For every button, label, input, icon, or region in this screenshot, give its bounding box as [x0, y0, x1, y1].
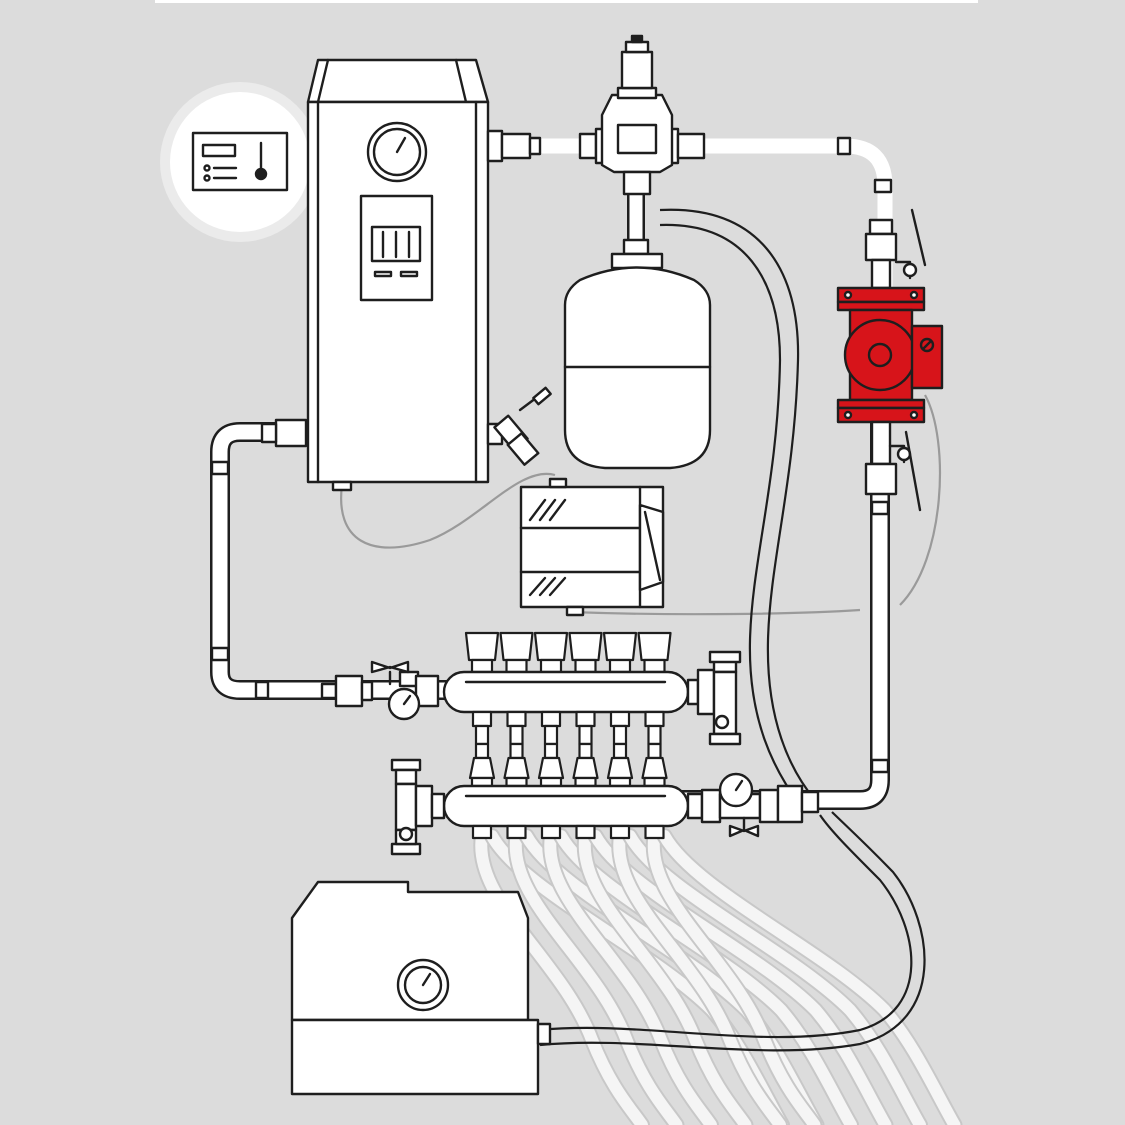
thermostat-panel-icon: [191, 131, 289, 192]
return-outlet-stubs: [471, 824, 665, 840]
supply-stub-4: [575, 710, 596, 746]
circulation-pump: [836, 208, 944, 512]
control-cables: [340, 394, 942, 616]
supply-manifold: [320, 631, 742, 746]
return-valve-1: [468, 742, 496, 788]
electric-boiler: [306, 58, 490, 492]
supply-pressure-gauge: [387, 687, 421, 721]
supply-stub-6: [644, 710, 665, 746]
flex-hoses: [539, 208, 926, 1052]
control-unit: [519, 477, 665, 617]
floor-loop-1-a: [475, 830, 648, 1125]
supply-actuator-2: [499, 631, 534, 674]
supply-actuator-caps: [464, 631, 672, 674]
boiler-fittings: [260, 129, 552, 466]
return-pressure-gauge: [718, 772, 754, 808]
supply-actuator-3: [533, 631, 569, 674]
underfloor-loops: [473, 828, 963, 1125]
return-manifold: [390, 742, 820, 856]
cable-control-to-pump: [569, 608, 861, 616]
hose-filling-return-inner: [539, 811, 926, 1052]
floor-loop-5-a: [613, 830, 786, 1125]
return-stub-5: [609, 824, 631, 840]
filling-pressure-gauge: [396, 958, 450, 1012]
floor-loop-4-a: [578, 830, 752, 1125]
return-valve-3: [537, 742, 565, 788]
supply-stub-5: [609, 710, 631, 746]
return-stub-3: [540, 824, 562, 840]
floor-loop-5-b: [624, 830, 926, 1125]
boiler-pressure-gauge: [366, 121, 428, 183]
return-balancing-valves: [468, 742, 668, 788]
supply-stub-2: [506, 710, 527, 746]
return-stub-2: [506, 824, 527, 840]
floor-loop-4-b: [589, 830, 892, 1125]
drain-valve-icon: [493, 386, 552, 466]
supply-stub-1: [471, 710, 493, 746]
thermostat-badge: [160, 82, 320, 242]
cable-pump-side: [899, 394, 942, 606]
return-valve-2: [503, 742, 530, 788]
safety-valve-group: [578, 34, 706, 256]
return-valve-6: [641, 742, 668, 788]
expansion-tank: [563, 252, 712, 470]
floor-loop-3-a: [544, 830, 717, 1125]
hose-valve-to-return-inner: [659, 223, 801, 806]
hose-filling-return: [539, 814, 913, 1039]
floor-loop-6-a: [647, 830, 821, 1125]
supply-outlet-stubs: [471, 710, 665, 746]
hose-valve-to-return: [659, 208, 816, 801]
floor-loop-6-b: [658, 830, 961, 1125]
return-stub-1: [471, 824, 493, 840]
cable-boiler-to-control: [340, 472, 556, 549]
supply-stub-3: [540, 710, 562, 746]
floor-loop-3-b: [555, 830, 857, 1125]
top-bar: [155, 0, 978, 3]
return-stub-6: [644, 824, 665, 840]
supply-actuator-5: [602, 631, 638, 674]
supply-actuator-4: [568, 631, 603, 674]
floor-loop-2-a: [509, 830, 683, 1125]
supply-actuator-6: [637, 631, 672, 674]
filling-unit: [290, 880, 552, 1096]
return-stub-4: [575, 824, 596, 840]
